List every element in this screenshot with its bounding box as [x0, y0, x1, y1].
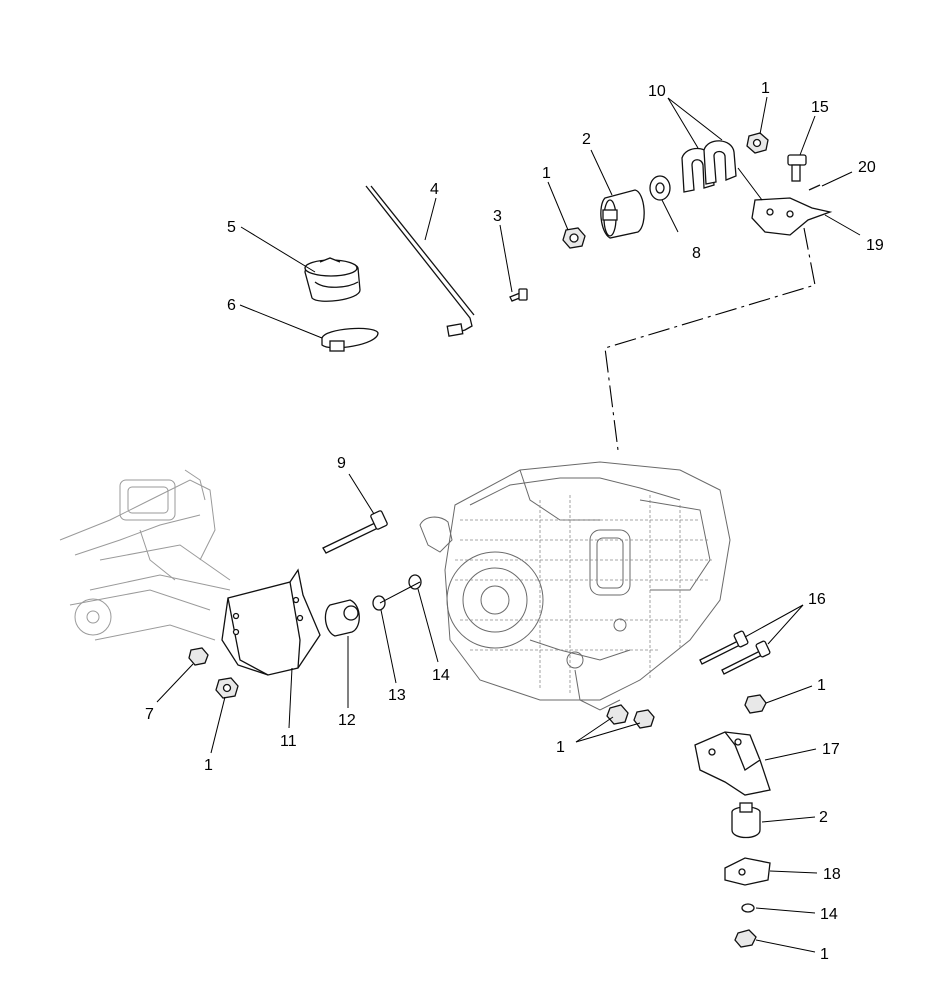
- nut-top-right: [746, 132, 769, 154]
- callout-6: 6: [227, 297, 236, 314]
- callout-11: 11: [280, 733, 297, 750]
- rubber-mount-bottom: [731, 802, 761, 839]
- callout-1: 1: [204, 757, 213, 774]
- callout-8: 8: [692, 245, 701, 262]
- plate-18: [724, 857, 771, 886]
- nut-center-b: [633, 709, 655, 729]
- callout-1: 1: [820, 946, 829, 963]
- callout-2: 2: [819, 809, 828, 826]
- callout-1: 1: [556, 739, 565, 756]
- callout-1: 1: [817, 677, 826, 694]
- callout-17: 17: [822, 741, 840, 758]
- rod: [365, 185, 475, 337]
- callout-13: 13: [388, 687, 406, 704]
- nut-bottom-left: [215, 677, 239, 699]
- bracket-19: [751, 197, 833, 236]
- callout-10: 10: [648, 83, 666, 100]
- callouts: 1 15 10 20 2 1 4 3 8 19 5 6 9 16 7 1 11 …: [145, 80, 884, 963]
- nut-7: [188, 647, 209, 666]
- frame-section: [59, 469, 231, 641]
- washer: [649, 175, 671, 201]
- callout-19: 19: [866, 237, 884, 254]
- callout-18: 18: [823, 866, 841, 883]
- washer-bottom: [741, 903, 755, 913]
- callout-12: 12: [338, 712, 356, 729]
- long-bolt-9: [322, 510, 388, 554]
- phantom-line: [604, 227, 816, 451]
- callout-20: 20: [858, 159, 876, 176]
- shims: [681, 140, 737, 193]
- bracket-11: [221, 568, 321, 676]
- callout-16: 16: [808, 591, 826, 608]
- nut-center-a: [606, 704, 629, 725]
- callout-9: 9: [337, 455, 346, 472]
- bolt-15: [787, 154, 807, 182]
- callout-7: 7: [145, 706, 154, 723]
- bracket-17: [694, 731, 771, 796]
- engine-assembly: [419, 461, 731, 711]
- leader-lines: [156, 96, 861, 953]
- rubber-mount-top: [600, 189, 645, 239]
- callout-14: 14: [820, 906, 838, 923]
- callout-1: 1: [761, 80, 770, 97]
- nut-bottom: [734, 929, 757, 948]
- nut-top: [562, 227, 586, 249]
- bolts-16: [699, 630, 771, 675]
- callout-1: 1: [542, 165, 551, 182]
- washer-13: [372, 595, 386, 611]
- intake-boot: [304, 257, 361, 302]
- washer-14: [408, 574, 422, 590]
- nut-right-1: [744, 694, 767, 714]
- callout-5: 5: [227, 219, 236, 236]
- callout-15: 15: [811, 99, 829, 116]
- callout-14: 14: [432, 667, 450, 684]
- small-bolt: [509, 288, 528, 302]
- hose-clamp: [321, 327, 379, 352]
- callout-4: 4: [430, 181, 439, 198]
- rubber-mount-mid: [324, 599, 360, 637]
- callout-2: 2: [582, 131, 591, 148]
- callout-3: 3: [493, 208, 502, 225]
- pin: [808, 184, 821, 191]
